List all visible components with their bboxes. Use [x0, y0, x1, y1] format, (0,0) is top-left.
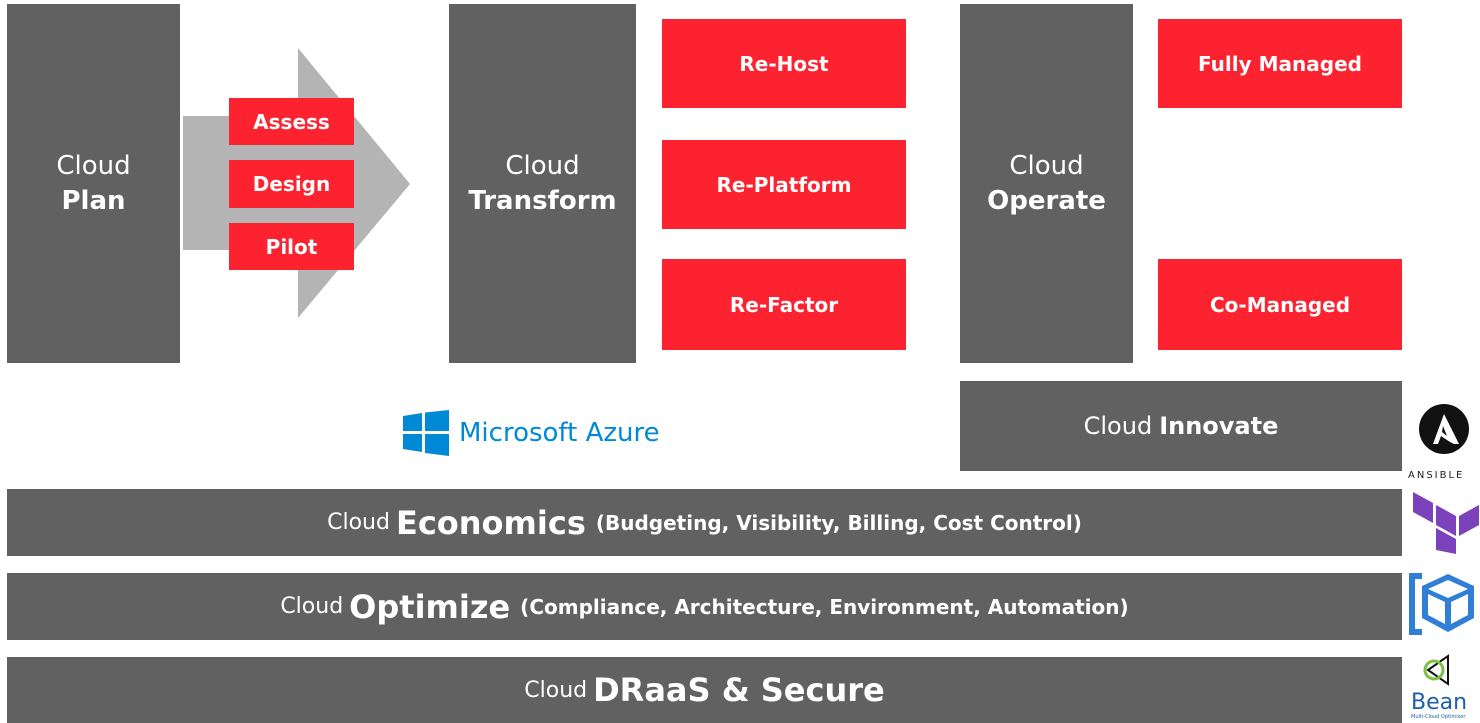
- economics-title: Economics: [395, 503, 586, 542]
- optimize-title: Optimize: [349, 587, 511, 626]
- cloud-transform-line1: Cloud: [505, 151, 580, 182]
- bean-subtitle: Multi-Cloud Optimizer: [1411, 714, 1466, 720]
- cloud-operate-block: Cloud Operate: [960, 4, 1133, 363]
- cloud-transform-block: Cloud Transform: [449, 4, 636, 363]
- optimize-details: (Compliance, Architecture, Environment, …: [520, 594, 1129, 619]
- cloud-optimize-band: Cloud Optimize (Compliance, Architecture…: [7, 573, 1402, 640]
- optimize-prefix: Cloud: [280, 594, 344, 619]
- plan-step-assess: Assess: [229, 98, 354, 145]
- windows-icon: [403, 410, 449, 456]
- economics-prefix: Cloud: [327, 510, 390, 535]
- bean-icon: [1423, 654, 1449, 686]
- cloud-economics-band: Cloud Economics (Budgeting, Visibility, …: [7, 489, 1402, 556]
- cloud-draas-band: Cloud DRaaS & Secure: [7, 657, 1402, 723]
- draas-title: DRaaS & Secure: [593, 671, 885, 709]
- azure-label: Microsoft Azure: [459, 418, 660, 448]
- cloud-innovate-prefix: Cloud: [1083, 412, 1153, 440]
- transform-option-rehost: Re-Host: [662, 19, 906, 108]
- economics-details: (Budgeting, Visibility, Billing, Cost Co…: [595, 510, 1082, 535]
- ansible-icon: [1419, 404, 1469, 454]
- bean-logo: Bean Multi-Cloud Optimizer: [1408, 652, 1480, 723]
- cloud-innovate-main: Innovate: [1159, 412, 1279, 440]
- cloud-plan-line1: Cloud: [56, 151, 131, 182]
- microsoft-azure-logo: Microsoft Azure: [403, 408, 660, 458]
- cloud-operate-line2: Operate: [987, 185, 1106, 216]
- operate-option-fully-managed: Fully Managed: [1158, 19, 1402, 108]
- transform-option-replatform: Re-Platform: [662, 140, 906, 229]
- cloud-operate-line1: Cloud: [1009, 151, 1084, 182]
- plan-step-design: Design: [229, 160, 354, 208]
- draas-prefix: Cloud: [524, 677, 588, 703]
- operate-option-co-managed: Co-Managed: [1158, 259, 1402, 350]
- cloud-plan-line2: Plan: [61, 185, 126, 216]
- cube-icon: [1409, 573, 1474, 635]
- cloud-innovate-block: Cloud Innovate: [960, 381, 1402, 471]
- bean-text: Bean: [1411, 690, 1468, 715]
- cloud-transform-line2: Transform: [468, 185, 617, 216]
- terraform-logo: [1408, 490, 1480, 554]
- cloud-plan-block: Cloud Plan: [7, 4, 180, 363]
- transform-option-refactor: Re-Factor: [662, 259, 906, 350]
- azure-devops-logo: [1408, 570, 1480, 638]
- plan-step-pilot: Pilot: [229, 223, 354, 270]
- terraform-icon: [1413, 492, 1479, 554]
- ansible-text: ANSIBLE: [1408, 470, 1465, 481]
- ansible-logo: ANSIBLE: [1408, 404, 1480, 481]
